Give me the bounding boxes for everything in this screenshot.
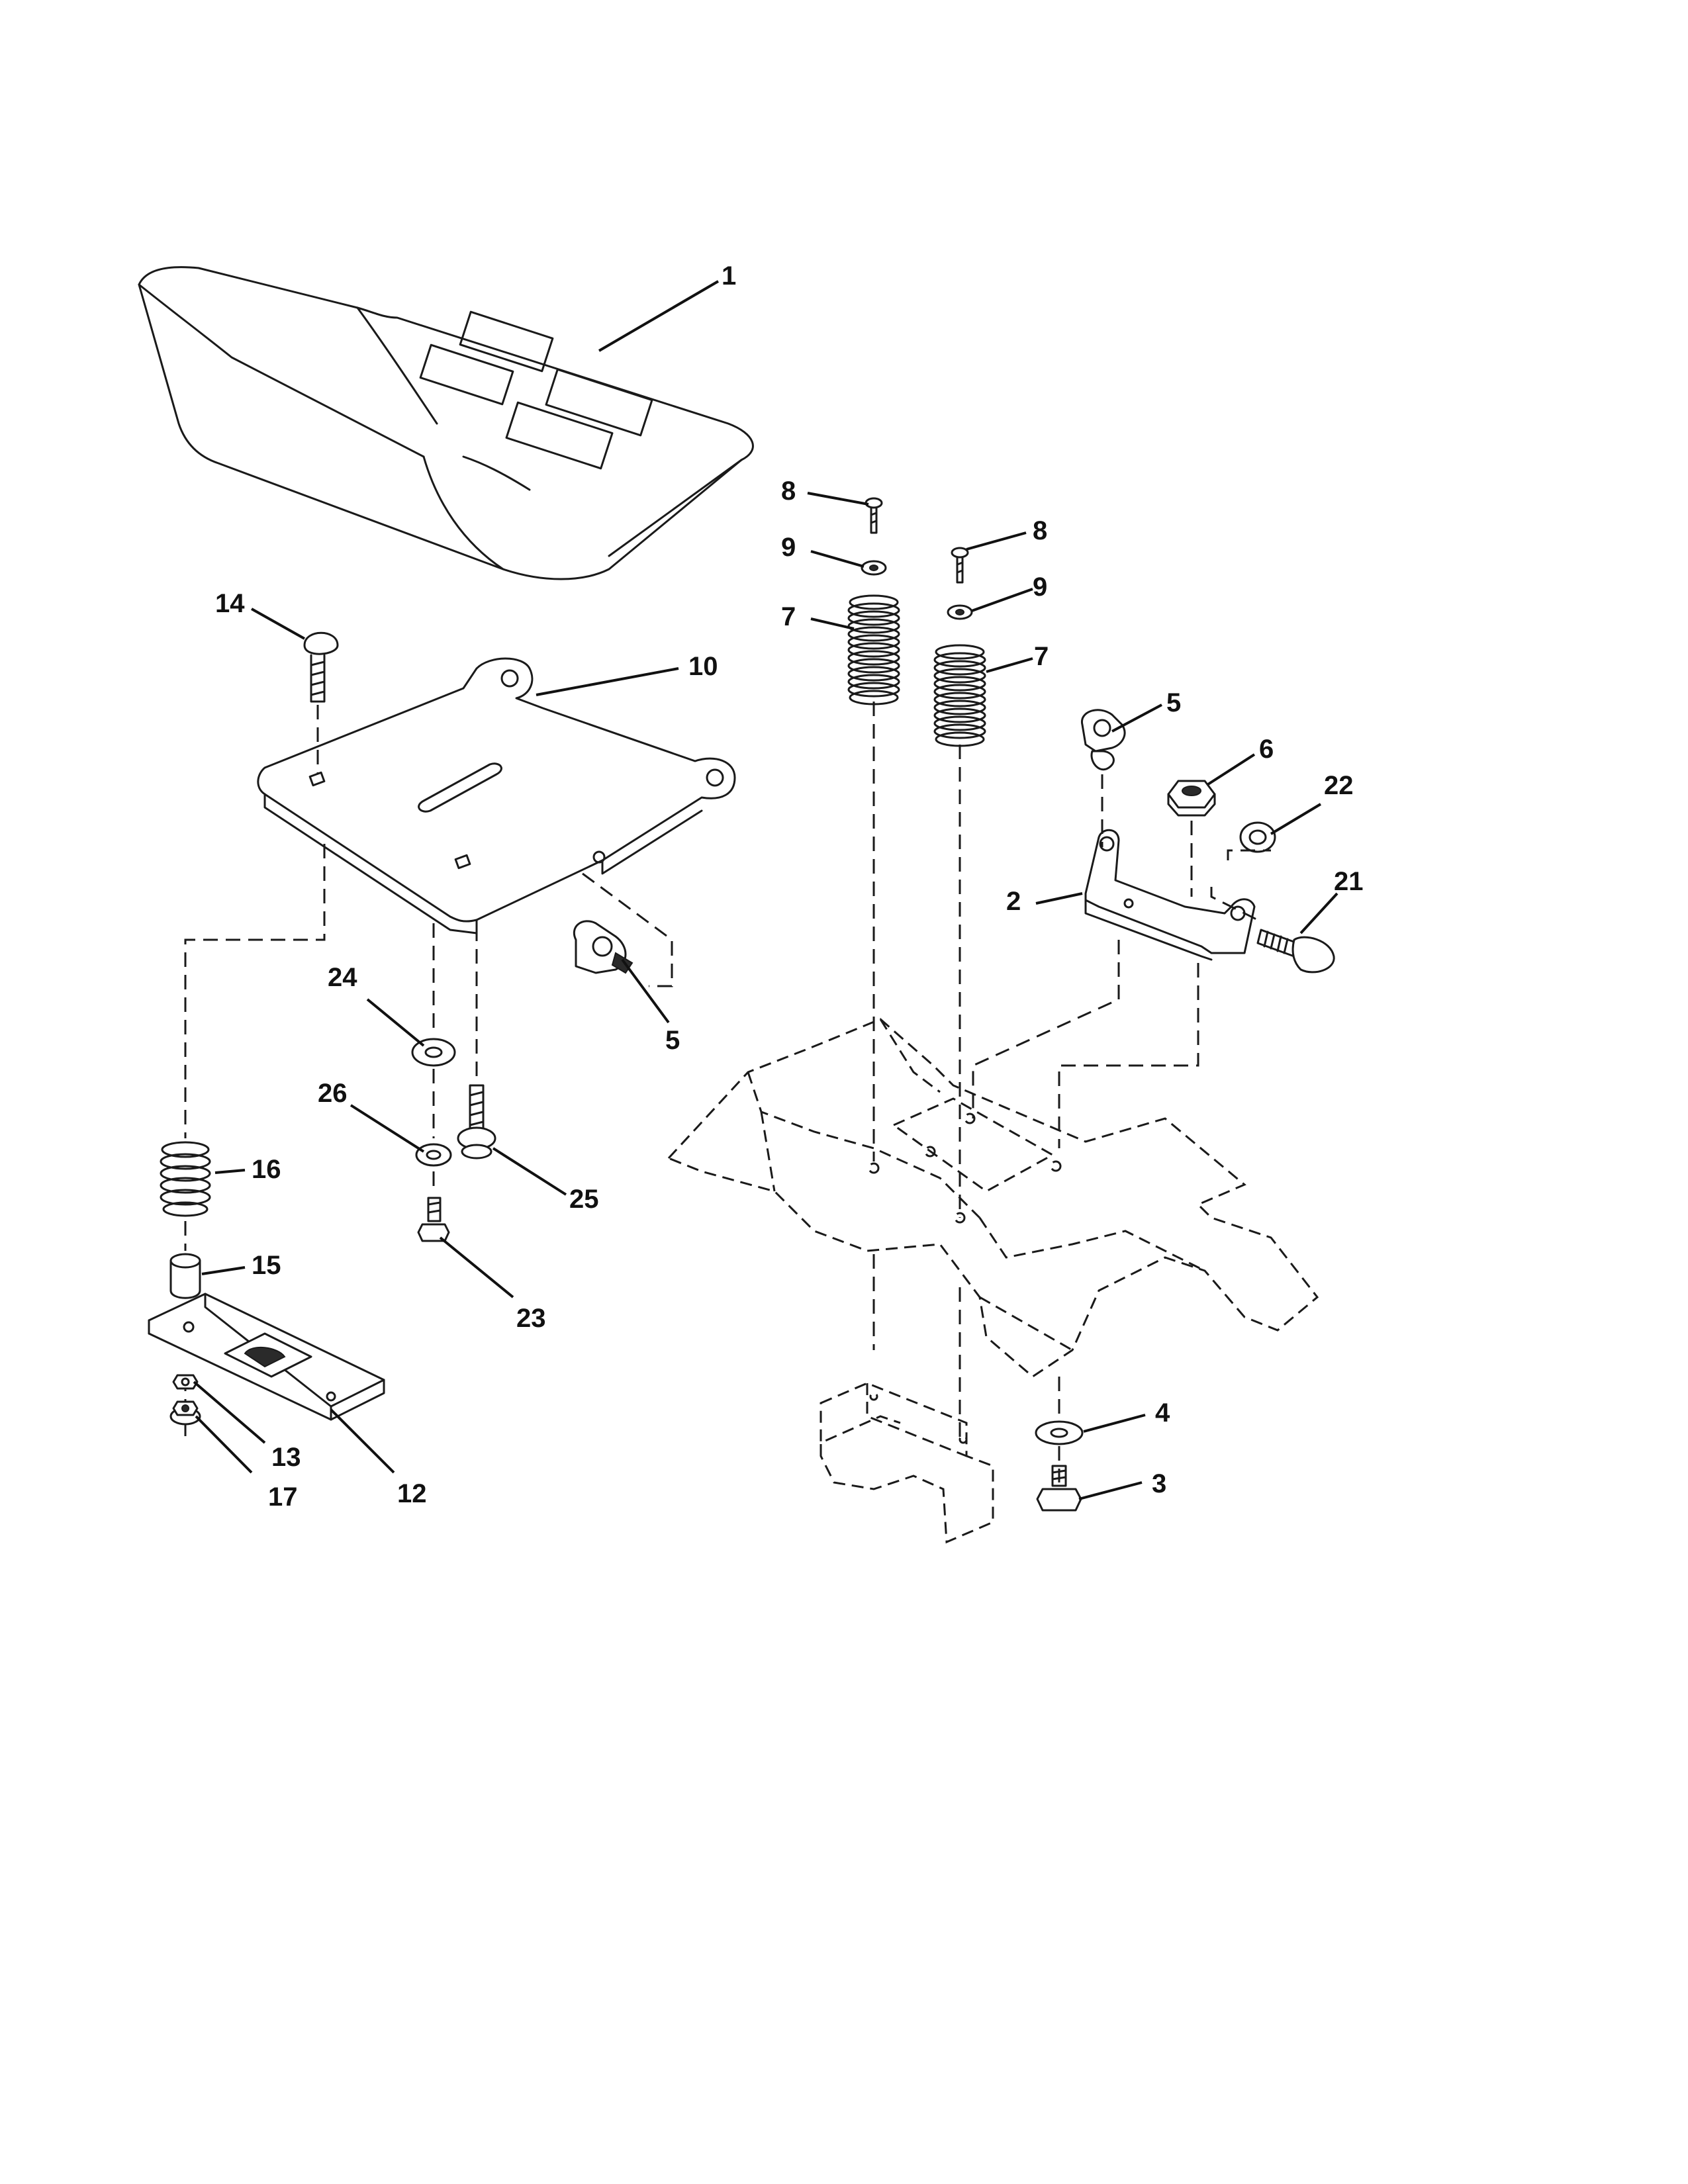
nut-13: [172, 1374, 199, 1390]
hex-bolt-23: [417, 1197, 450, 1242]
callout-22: 22: [1324, 771, 1354, 800]
callout-25: 25: [569, 1185, 599, 1214]
spring-16: [160, 1141, 211, 1217]
callout-13: 13: [271, 1443, 301, 1472]
screw-8-right: [951, 547, 969, 584]
callout-16: 16: [252, 1155, 281, 1184]
hinge-clip-left: [573, 920, 633, 974]
washer-9-right: [947, 604, 973, 620]
hinge-clip-right: [1081, 709, 1126, 770]
callout-23: 23: [516, 1304, 546, 1333]
callout-24: 24: [328, 963, 357, 992]
leader-lines: [193, 280, 1338, 1500]
shoulder-bolt: [457, 1084, 496, 1160]
washer-26: [415, 1143, 452, 1167]
right-alignment-lines: [872, 702, 1271, 1482]
adjustment-plate: [148, 1293, 385, 1421]
callout-14: 14: [215, 589, 245, 618]
seat: [138, 266, 754, 580]
screw-8-left: [865, 497, 883, 534]
seat-pan: [257, 657, 736, 934]
hex-bolt-3: [1036, 1465, 1082, 1512]
frame-bracket-phantom: [820, 1382, 994, 1544]
callout-labels: 1 2 3 4 5 5 6 7 7 8 8 9 9 10 12 13 14 15…: [215, 261, 1364, 1512]
callout-15: 15: [252, 1251, 281, 1280]
callout-3: 3: [1152, 1469, 1166, 1498]
callout-21: 21: [1334, 867, 1364, 896]
callout-10: 10: [688, 652, 718, 681]
callout-7-right: 7: [1034, 642, 1049, 671]
callout-6: 6: [1259, 735, 1274, 764]
callout-8-left: 8: [781, 477, 796, 506]
callout-4: 4: [1155, 1398, 1170, 1428]
callout-12: 12: [397, 1479, 427, 1508]
washer-9-left: [861, 560, 887, 576]
flange-nut-22: [1239, 821, 1276, 853]
callout-9-right: 9: [1033, 572, 1047, 602]
spring-7-left: [847, 594, 900, 705]
callout-5-left: 5: [665, 1026, 680, 1055]
carriage-bolt: [303, 631, 339, 703]
spacer: [169, 1253, 201, 1299]
hex-nut-6: [1167, 780, 1216, 817]
callout-17: 17: [268, 1482, 298, 1512]
spring-7-right: [933, 644, 986, 747]
tractor-frame-phantom: [667, 1018, 1319, 1378]
shoulder-bolt-21: [1256, 929, 1335, 974]
callout-26: 26: [318, 1079, 348, 1108]
callout-7-left: 7: [781, 602, 796, 631]
callout-1: 1: [722, 261, 736, 291]
callout-5-right: 5: [1166, 688, 1181, 717]
callout-9-left: 9: [781, 533, 796, 562]
flange-nut-17: [169, 1400, 201, 1426]
callout-8-right: 8: [1033, 516, 1047, 545]
washer-4: [1035, 1420, 1084, 1445]
callout-2: 2: [1006, 887, 1021, 916]
